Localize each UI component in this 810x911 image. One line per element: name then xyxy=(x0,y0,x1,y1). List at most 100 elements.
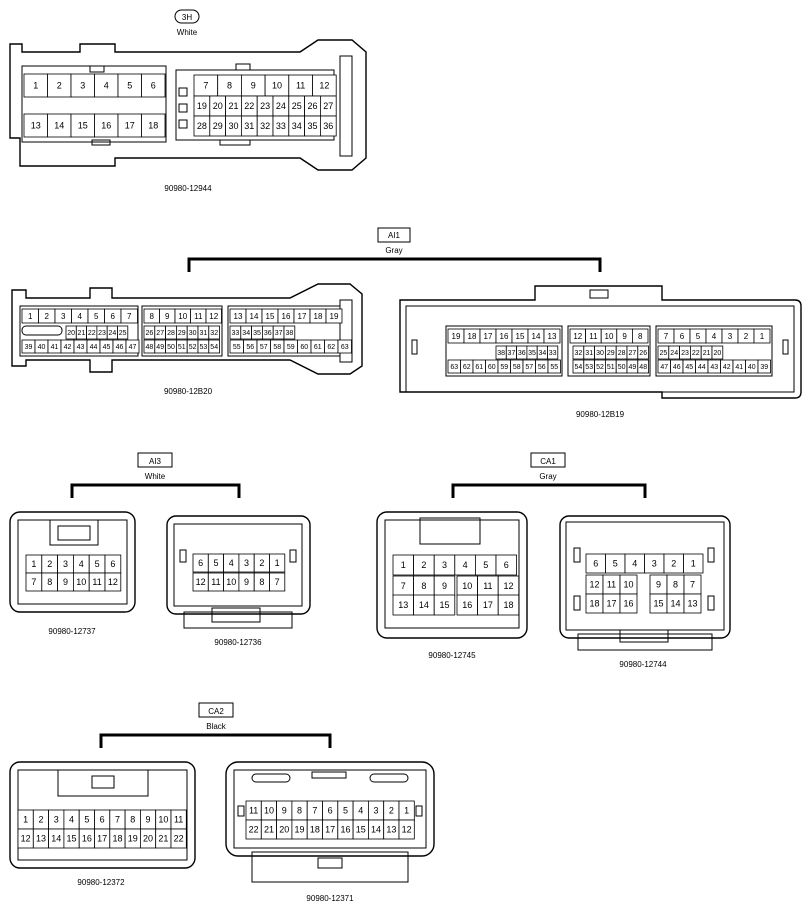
pin-number: 18 xyxy=(112,834,122,844)
pin-number: 12 xyxy=(402,825,412,835)
pin-number: 29 xyxy=(178,330,186,337)
pin-number: 36 xyxy=(264,330,272,337)
pin-cell xyxy=(497,594,520,616)
pin-number: 26 xyxy=(639,350,647,357)
pin-number: 53 xyxy=(200,344,208,351)
pin-number: 31 xyxy=(244,121,254,131)
pin-number: 49 xyxy=(629,364,637,371)
pin-number: 27 xyxy=(323,101,333,111)
pin-number: 5 xyxy=(696,332,701,341)
pin-number: 16 xyxy=(500,332,509,341)
pin-number: 35 xyxy=(307,121,317,131)
pin-number: 10 xyxy=(605,332,614,341)
pin-number: 16 xyxy=(623,599,633,609)
pin-cell xyxy=(547,345,559,360)
latch-slot xyxy=(219,139,251,146)
pin-number: 8 xyxy=(421,581,426,591)
pin-number: 8 xyxy=(297,806,302,816)
pin-cell xyxy=(208,339,221,354)
pin-number: 31 xyxy=(585,350,593,357)
pin-number: 2 xyxy=(671,559,676,569)
pin-number: 3 xyxy=(728,332,733,341)
pin-number: 29 xyxy=(607,350,615,357)
pin-number: 12 xyxy=(589,580,599,590)
pin-cell xyxy=(104,572,122,592)
pin-number: 2 xyxy=(389,806,394,816)
group-code: 3H xyxy=(182,13,192,22)
pin-number: 44 xyxy=(90,344,98,351)
pin-number: 19 xyxy=(295,825,305,835)
pin-number: 17 xyxy=(125,121,135,131)
pin-number: 48 xyxy=(639,364,647,371)
pin-number: 17 xyxy=(483,600,493,610)
pin-number: 38 xyxy=(497,350,505,357)
pin-number: 59 xyxy=(287,344,295,351)
pin-number: 57 xyxy=(525,364,533,371)
latch-slot xyxy=(311,771,347,779)
pin-number: 4 xyxy=(632,559,637,569)
housing-inner xyxy=(405,305,795,393)
pin-number: 16 xyxy=(82,834,92,844)
part-number: 90980-12B19 xyxy=(576,410,625,419)
pin-number: 5 xyxy=(613,559,618,569)
pin-cell xyxy=(325,308,343,324)
pin-number: 10 xyxy=(76,577,86,587)
housing-inner xyxy=(384,519,520,629)
latch xyxy=(57,525,91,541)
pin-number: 8 xyxy=(638,332,643,341)
pin-cell xyxy=(619,593,638,614)
pin-number: 45 xyxy=(685,364,693,371)
pin-number: 36 xyxy=(323,121,333,131)
pin-number: 3 xyxy=(244,558,249,568)
group-label-3H xyxy=(174,9,200,24)
pin-number: 5 xyxy=(95,559,100,569)
pin-number: 11 xyxy=(174,815,183,825)
pin-number: 28 xyxy=(167,330,175,337)
key-slot xyxy=(289,549,297,563)
pin-cell xyxy=(495,554,518,576)
pin-number: 34 xyxy=(538,350,546,357)
pin-cell xyxy=(283,325,296,340)
pin-number: 26 xyxy=(146,330,154,337)
pin-number: 5 xyxy=(483,560,488,570)
pin-number: 20 xyxy=(714,350,722,357)
pin-number: 22 xyxy=(174,834,184,844)
pin-number: 11 xyxy=(296,81,305,91)
pin-number: 7 xyxy=(275,577,280,587)
group-label-CA1 xyxy=(530,452,566,468)
pin-number: 46 xyxy=(673,364,681,371)
pin-number: 10 xyxy=(623,580,633,590)
group-bracket xyxy=(451,483,647,498)
pin-number: 57 xyxy=(260,344,268,351)
pin-number: 12 xyxy=(108,577,118,587)
pin-number: 5 xyxy=(213,558,218,568)
housing-inner xyxy=(173,523,303,607)
pin-number: 8 xyxy=(227,81,232,91)
pin-number: 12 xyxy=(573,332,582,341)
pin-number: 43 xyxy=(710,364,718,371)
pin-number: 13 xyxy=(687,599,697,609)
pin-number: 22 xyxy=(244,101,254,111)
group-color: Black xyxy=(206,722,227,731)
group-color: Gray xyxy=(539,472,556,481)
key-slot xyxy=(707,547,715,563)
pin-number: 54 xyxy=(210,344,218,351)
group-bracket xyxy=(99,733,332,748)
pin-cell xyxy=(141,113,166,138)
pin-number: 53 xyxy=(585,364,593,371)
pin-number: 9 xyxy=(146,815,151,825)
pin-number: 27 xyxy=(629,350,637,357)
pin-number: 7 xyxy=(115,815,120,825)
pin-number: 50 xyxy=(167,344,175,351)
group-label-AI1 xyxy=(377,227,411,243)
latch-slot xyxy=(235,63,251,71)
pin-number: 61 xyxy=(314,344,322,351)
housing-inner xyxy=(445,325,563,377)
pin-number: 19 xyxy=(452,332,461,341)
pin-number: 16 xyxy=(340,825,350,835)
